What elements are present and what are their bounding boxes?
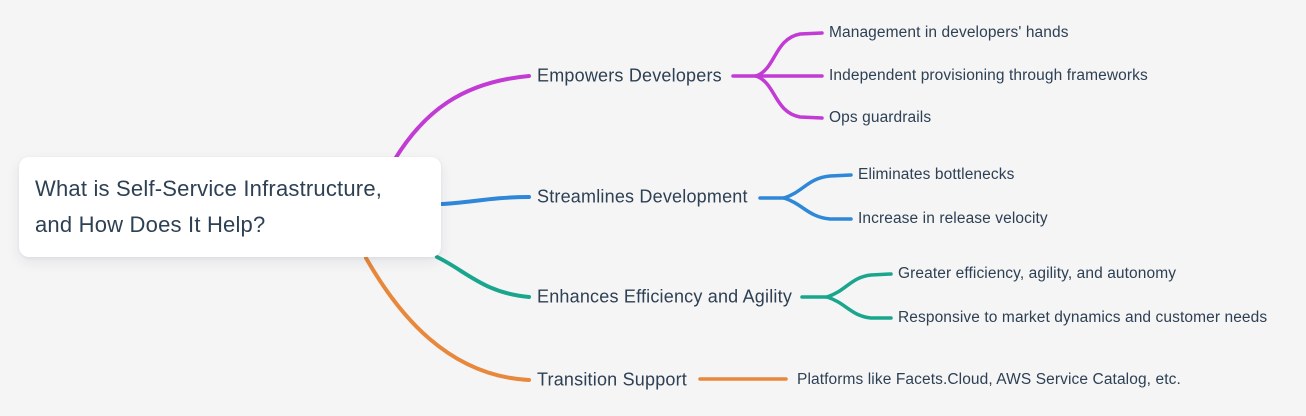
subtopic-independent-provisioning[interactable]: Independent provisioning through framewo…	[829, 67, 1148, 84]
link-empowers-child-0	[754, 31, 824, 78]
branch-label-enhances-efficiency-and-agility[interactable]: Enhances Efficiency and Agility	[537, 286, 793, 307]
subtopic-management-in-developers-hands[interactable]: Management in developers' hands	[829, 24, 1069, 41]
root-title: What is Self-Service Infrastructure, and…	[35, 176, 383, 237]
link-root-to-empowers-developers	[393, 74, 531, 161]
link-enhances-child-0	[825, 272, 893, 299]
subtopic-ops-guardrails[interactable]: Ops guardrails	[829, 109, 932, 126]
subtopic-eliminates-bottlenecks[interactable]: Eliminates bottlenecks	[858, 166, 1015, 183]
link-empowers-child-2	[754, 74, 824, 120]
branch-links-streamlines-development	[440, 173, 853, 221]
subtopic-platforms-facets-cloud-aws-service-catalog[interactable]: Platforms like Facets.Cloud, AWS Service…	[797, 371, 1181, 388]
link-root-to-enhances-efficiency	[435, 255, 531, 299]
branch-links-enhances-efficiency	[435, 255, 893, 320]
branch-label-empowers-developers[interactable]: Empowers Developers	[537, 65, 722, 86]
branch-links-empowers-developers	[393, 31, 824, 161]
link-streamlines-child-1	[782, 196, 853, 221]
subtopic-responsive-to-market-dynamics[interactable]: Responsive to market dynamics and custom…	[898, 309, 1268, 326]
branch-links-transition-support	[364, 256, 788, 382]
link-root-to-transition-support	[364, 256, 531, 382]
subtopic-increase-release-velocity[interactable]: Increase in release velocity	[858, 210, 1048, 227]
subtopic-greater-efficiency-agility-autonomy[interactable]: Greater efficiency, agility, and autonom…	[898, 265, 1177, 282]
root-node[interactable]: What is Self-Service Infrastructure, and…	[19, 157, 441, 257]
link-enhances-child-1	[825, 295, 893, 320]
branch-label-transition-support[interactable]: Transition Support	[537, 369, 688, 390]
link-root-to-streamlines-development	[440, 195, 531, 206]
branch-label-streamlines-development[interactable]: Streamlines Development	[537, 186, 748, 207]
link-streamlines-child-0	[782, 173, 853, 200]
